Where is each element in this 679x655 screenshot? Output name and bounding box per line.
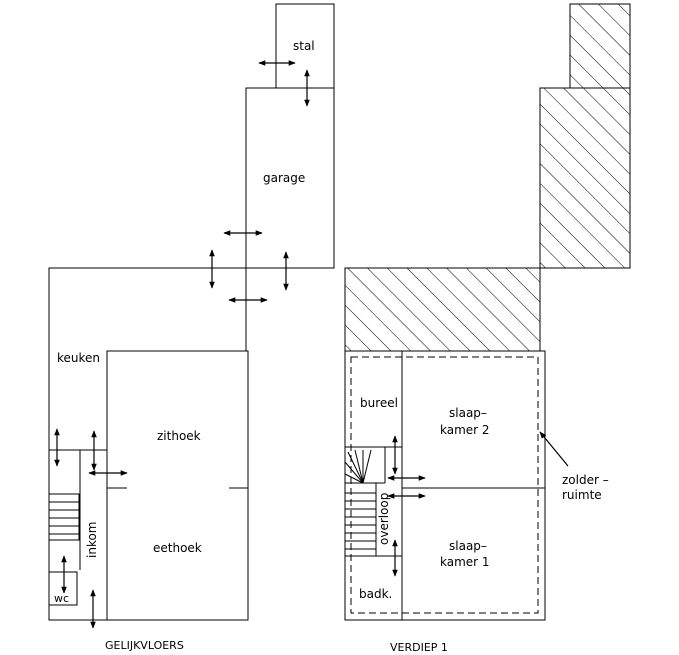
first-floor-title: VERDIEP 1 [390,641,448,654]
label-wc: wc [54,592,69,605]
label-slaapkamer2-line2: kamer 2 [440,423,490,437]
ground-circulation-arrows [54,60,310,629]
label-zithoek: zithoek [157,429,201,443]
first-floor-plan: bureel slaap– kamer 2 slaap– kamer 1 ove… [344,3,631,654]
label-slaapkamer1-line2: kamer 1 [440,555,490,569]
label-overloop: overloop [377,493,391,545]
label-slaapkamer1-line1: slaap– [449,539,487,553]
garage-room [245,87,335,269]
attic-pointer-arrow-icon [539,431,569,467]
upper-stairs [344,449,385,556]
attic-boundary [350,356,539,614]
living-room [106,350,249,621]
label-stal: stal [293,39,315,53]
ground-stairs [48,493,80,541]
label-badk: badk. [359,587,392,601]
label-slaapkamer2-line1: slaap– [449,406,487,420]
void-kitchen [344,267,541,352]
label-eethoek: eethoek [153,541,202,555]
first-circulation-arrows [387,435,426,577]
ground-floor-title: GELIJKVLOERS [105,639,184,652]
void-stal [569,3,631,89]
label-inkom: inkom [85,522,99,559]
label-keuken: keuken [57,351,100,365]
label-zolder-line2: ruimte [562,488,602,502]
void-garage [539,87,631,269]
ground-floor-plan: stal garage keuken zithoek eethoek inkom… [48,3,335,652]
label-bureel: bureel [360,396,398,410]
first-floor-outline [344,350,546,621]
label-zolder-line1: zolder – [562,473,609,487]
kitchen-outline [48,267,246,621]
label-garage: garage [263,171,305,185]
